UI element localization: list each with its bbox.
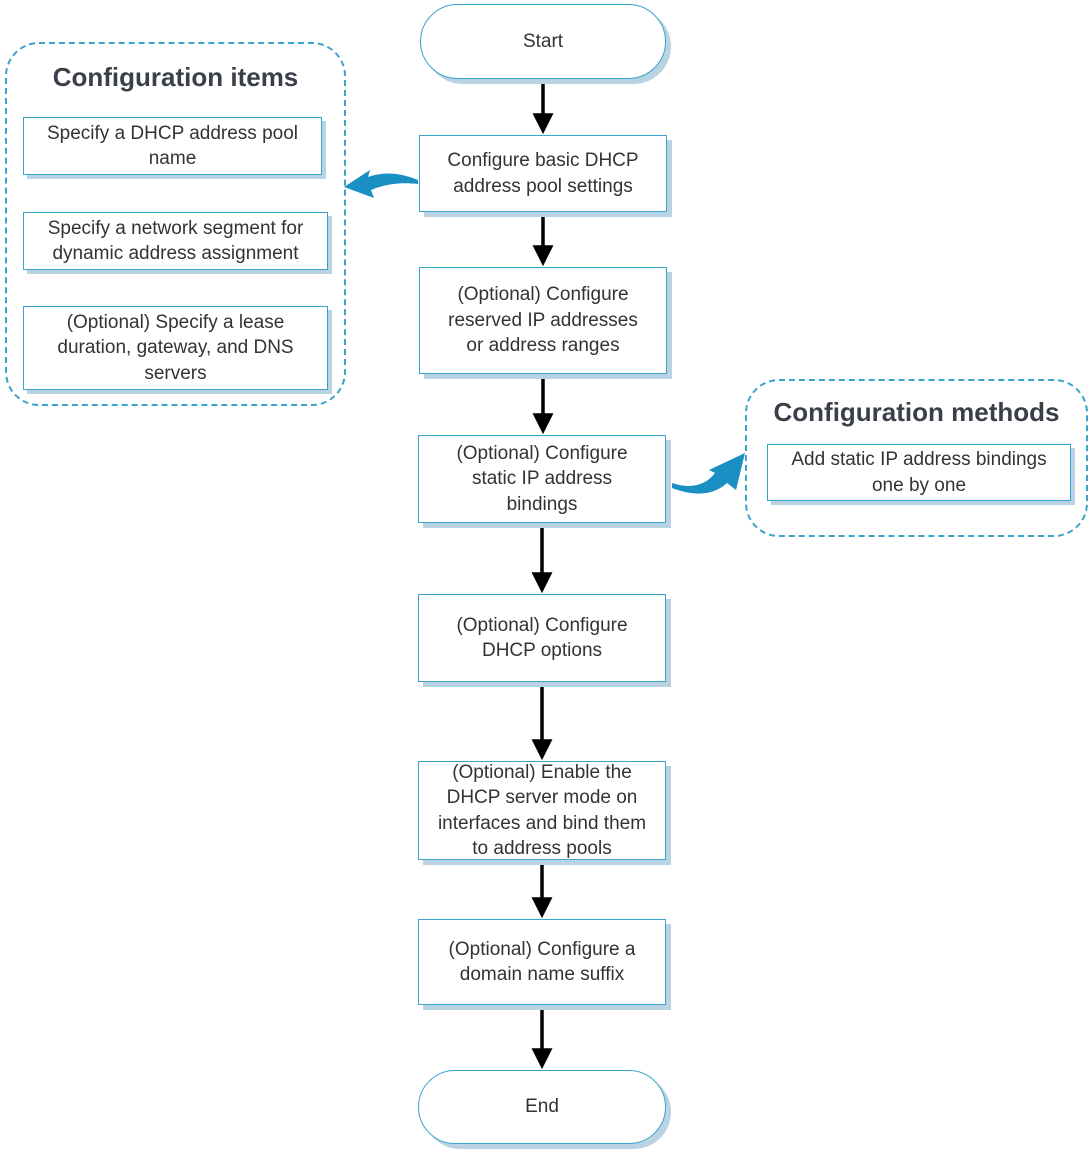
config-item-pool-name: Specify a DHCP address pool name xyxy=(23,117,322,175)
start-node: Start xyxy=(420,4,666,79)
config-items-title: Configuration items xyxy=(52,62,299,92)
config-methods-group: Configuration methods xyxy=(745,379,1088,537)
step-dhcp-options: (Optional) Configure DHCP options xyxy=(418,594,666,682)
callout-arrow-left xyxy=(344,170,418,198)
config-item-lease-gateway-dns: (Optional) Specify a lease duration, gat… xyxy=(23,306,328,390)
step-server-mode-binding: (Optional) Enable the DHCP server mode o… xyxy=(418,761,666,860)
config-item-network-segment: Specify a network segment for dynamic ad… xyxy=(23,212,328,270)
config-items-group: Configuration items xyxy=(5,42,346,406)
step-basic-pool-settings: Configure basic DHCP address pool settin… xyxy=(419,135,667,212)
step-static-bindings: (Optional) Configure static IP address b… xyxy=(418,435,666,523)
step-domain-suffix: (Optional) Configure a domain name suffi… xyxy=(418,919,666,1005)
step-reserved-addresses: (Optional) Configure reserved IP address… xyxy=(419,267,667,374)
config-methods-title: Configuration methods xyxy=(773,397,1060,427)
callout-arrow-right xyxy=(672,453,745,494)
config-method-static-bindings: Add static IP address bindings one by on… xyxy=(767,444,1071,501)
flow-arrows xyxy=(531,80,554,1070)
end-node: End xyxy=(418,1070,666,1144)
